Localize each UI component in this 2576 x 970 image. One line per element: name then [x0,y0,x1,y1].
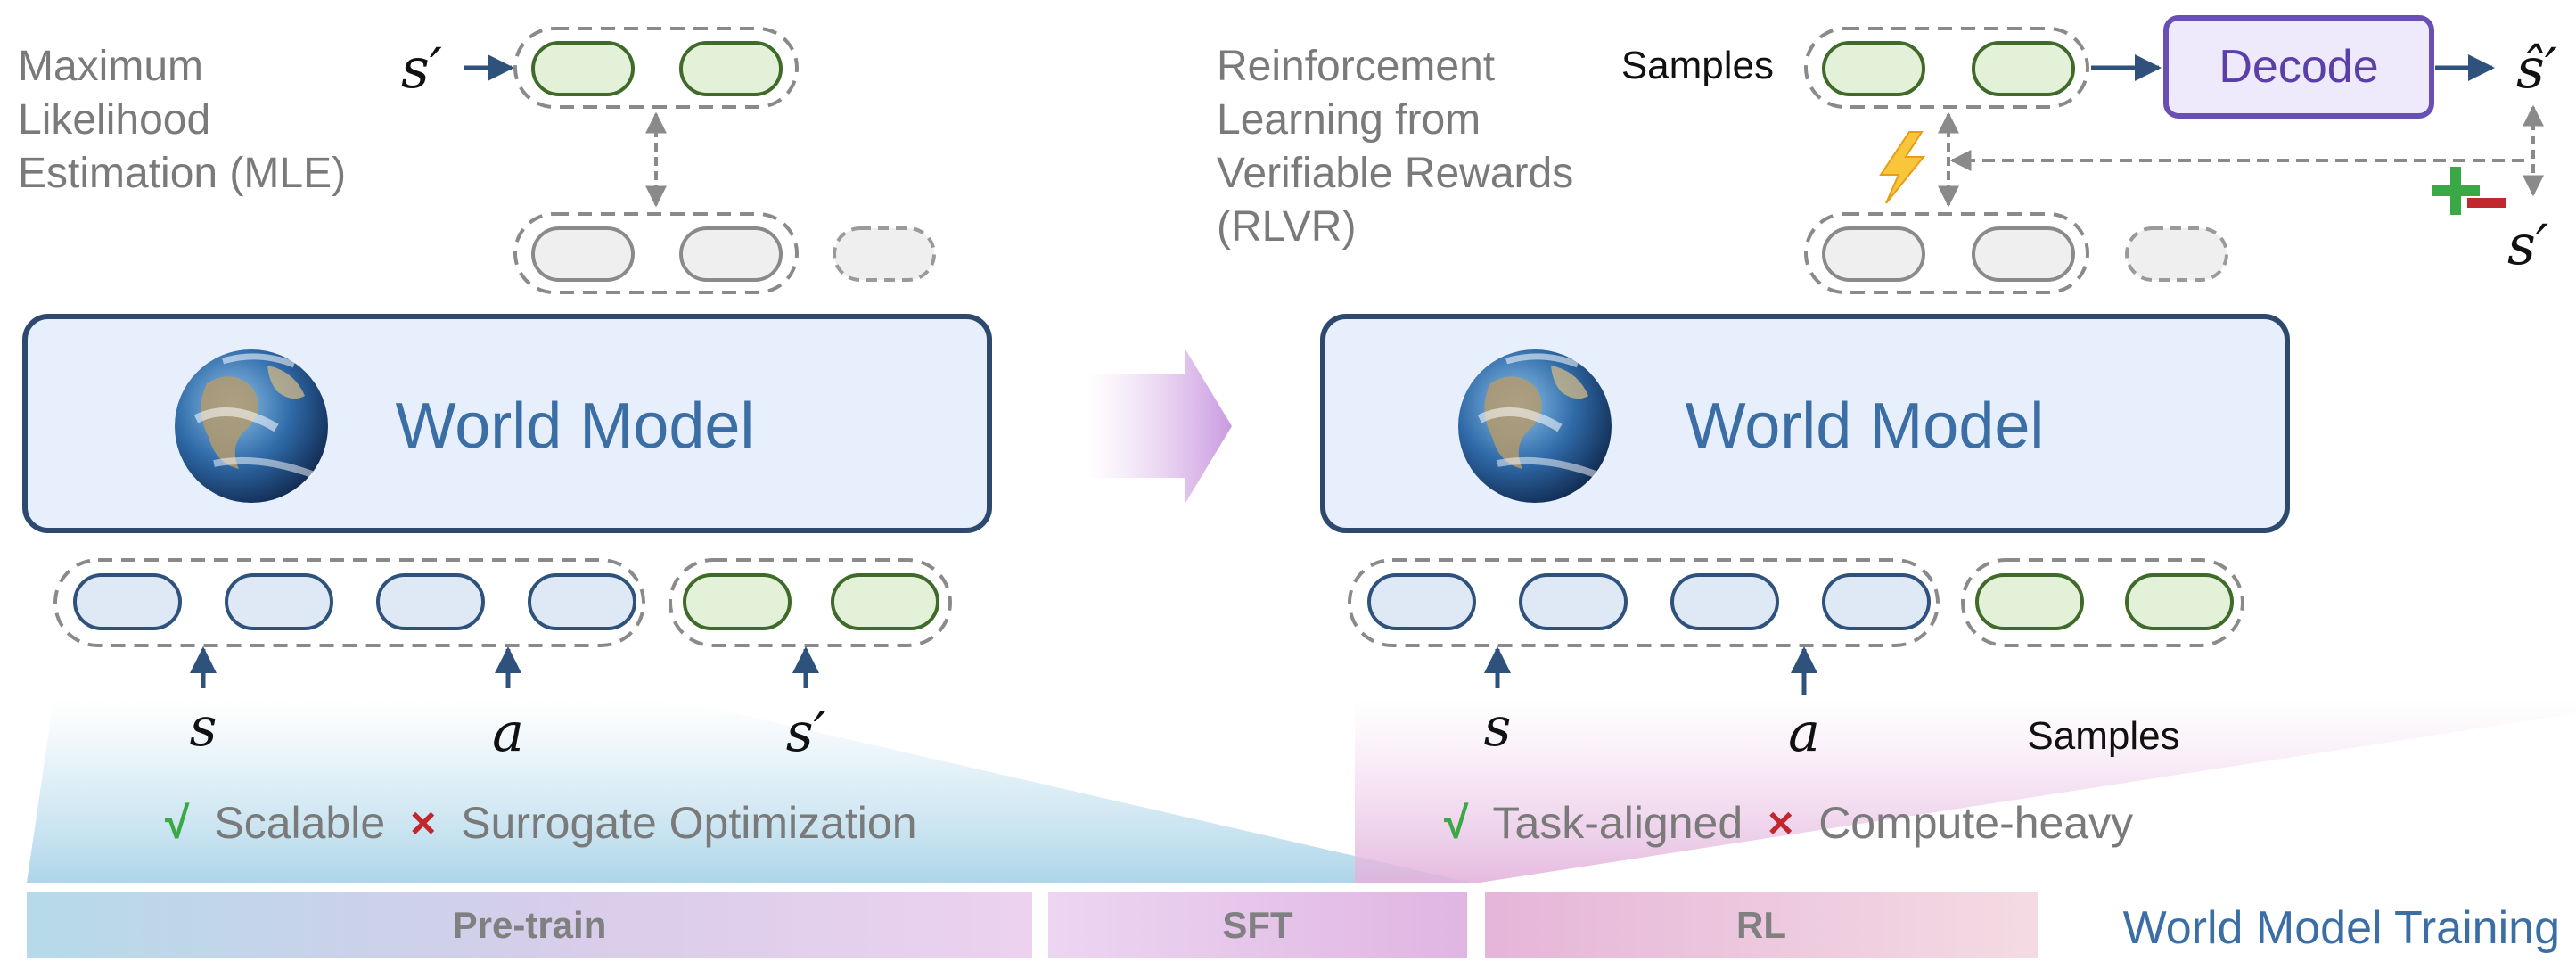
left-input-state-symbol: s [190,696,217,759]
left-pros-mark: √ [165,798,190,848]
left-cons-text: Surrogate Optimization [461,798,916,848]
left-input-action-symbol: a [492,702,524,764]
right-cons-mark: × [1768,798,1793,848]
right-sample-input-token-1 [1975,573,2084,630]
left-pros-cons: √ Scalable × Surrogate Optimization [165,798,917,848]
left-input-token-1 [73,573,182,630]
right-method-line-3: Verifiable Rewards [1217,150,1573,197]
left-earth-icon [175,349,328,503]
right-input-token-group [1348,558,1940,647]
left-output-token-2 [679,226,783,282]
left-cons-mark: × [410,798,436,848]
stage-pretrain-bar [27,892,1032,958]
right-output-token-group [1804,212,2089,294]
right-world-model-title: World Model [1686,390,2045,462]
right-pros-mark: √ [1444,798,1469,848]
right-earth-icon [1458,349,1612,503]
left-pros-text: Scalable [214,798,385,848]
left-next-state-token-group [669,558,952,647]
left-output-token-group [513,212,799,294]
left-method-line-1: Maximum [18,43,203,90]
right-samples-bottom-label: Samples [2027,714,2179,758]
stage-rl-bar [1485,892,2038,958]
right-cons-text: Compute-heavy [1818,798,2133,848]
right-input-token-2 [1519,573,1628,630]
training-label: World Model Training [2123,902,2560,954]
right-input-state-symbol: s [1484,696,1512,759]
right-sample-input-token-2 [2125,573,2234,630]
left-method-line-3: Estimation (MLE) [18,150,346,197]
right-input-token-3 [1670,573,1779,630]
right-output-token-pending [2125,226,2228,282]
right-target-symbol: s′ [2507,212,2548,277]
left-input-token-group [53,558,645,647]
left-method-label: Maximum Likelihood Estimation (MLE) [18,43,346,197]
transition-arrow [1087,349,1232,503]
right-sample-token-1 [1822,41,1925,96]
right-sample-token-2 [1972,41,2075,96]
lightning-icon [1879,131,1926,204]
reward-plus-minus-icon [2432,167,2506,215]
left-target-symbol: s′ [401,36,442,101]
right-output-token-1 [1822,226,1925,282]
left-target-token-group [513,27,799,109]
left-input-token-3 [376,573,485,630]
stage-pretrain-label: Pre-train [453,904,607,946]
left-next-state-token-2 [831,573,939,630]
decoded-symbol: ŝ′ [2516,36,2557,101]
right-method-line-1: Reinforcement [1217,43,1495,90]
right-input-token-1 [1367,573,1476,630]
right-fan-background [1355,700,2576,883]
left-next-state-token-1 [683,573,792,630]
left-output-token-pending [833,226,936,282]
left-fan-background [27,700,1471,883]
left-output-token-1 [531,226,635,282]
right-input-token-4 [1822,573,1931,630]
stage-sft-bar [1048,892,1467,958]
right-pros-cons: √ Task-aligned × Compute-heavy [1444,798,2133,848]
right-sample-input-token-group [1961,558,2244,647]
decode-box [2163,15,2434,119]
left-input-token-2 [225,573,333,630]
left-method-line-2: Likelihood [18,96,210,144]
right-method-line-2: Learning from [1217,96,1481,144]
right-method-label: Reinforcement Learning from Verifiable R… [1217,43,1586,251]
stage-rl-label: RL [1736,904,1786,946]
right-sample-token-group [1804,27,2089,109]
right-method-line-4: (RLVR) [1217,203,1356,251]
right-input-action-symbol: a [1788,702,1820,764]
decode-label: Decode [2219,41,2378,93]
right-samples-top-label: Samples [1621,44,1774,87]
left-world-model-title: World Model [396,390,755,462]
stage-sft-label: SFT [1222,904,1293,946]
left-input-token-4 [528,573,636,630]
right-output-token-2 [1972,226,2075,282]
right-pros-text: Task-aligned [1492,798,1743,848]
left-target-token-1 [531,41,635,96]
left-target-token-2 [679,41,783,96]
left-input-next-state-symbol: s′ [786,702,826,764]
